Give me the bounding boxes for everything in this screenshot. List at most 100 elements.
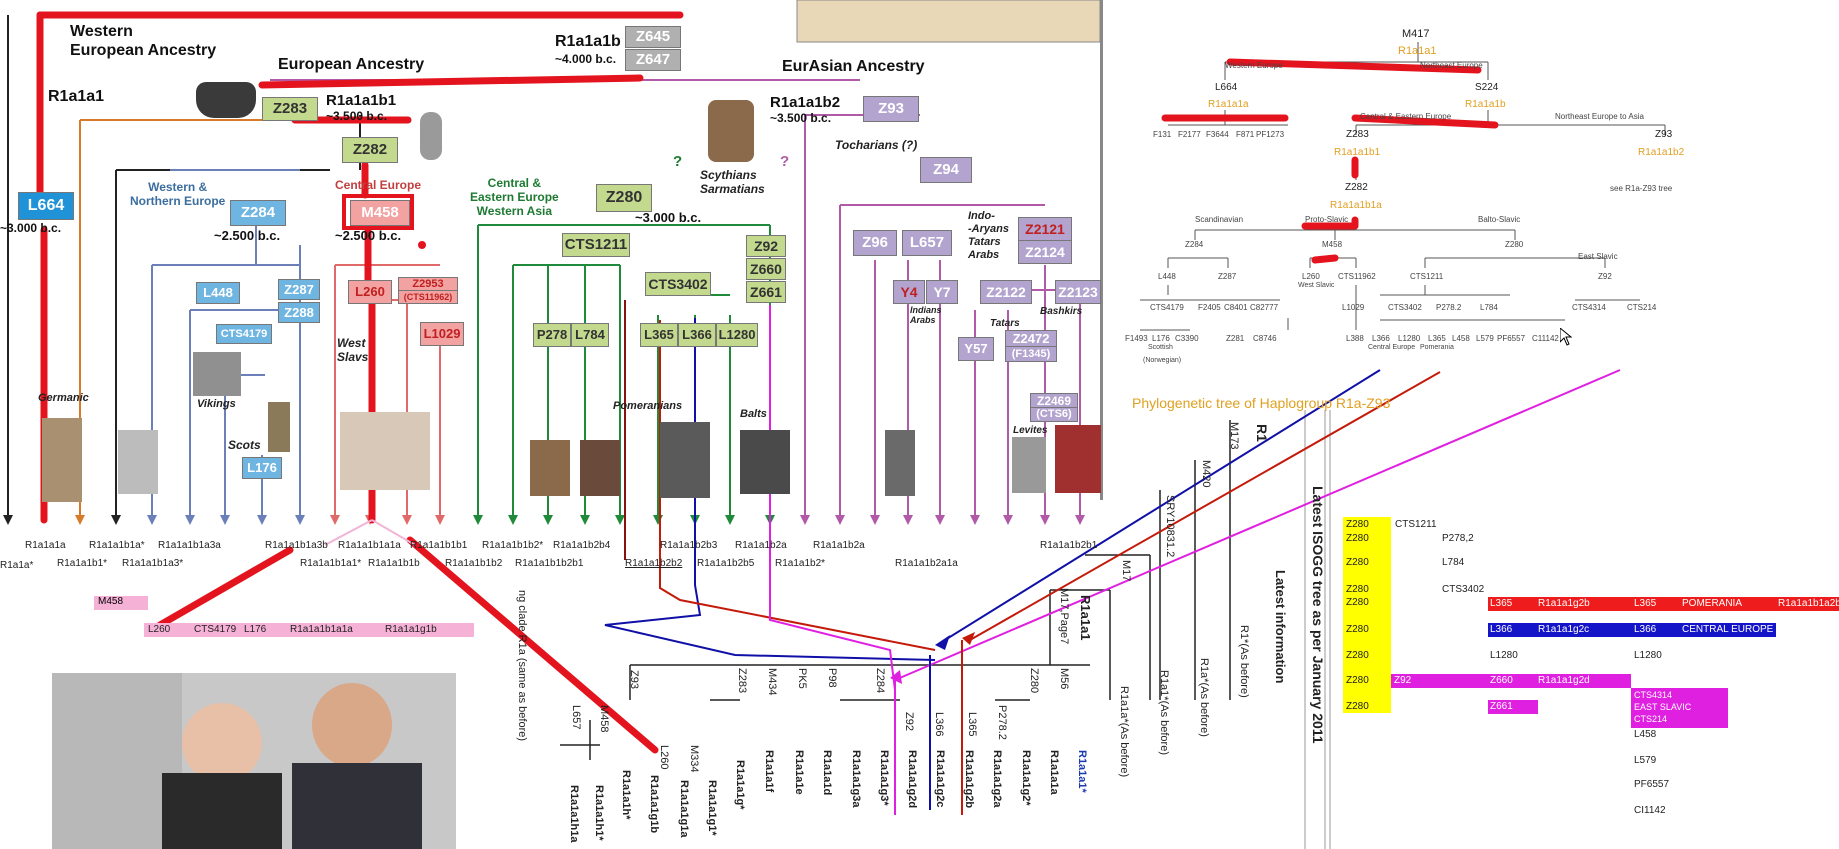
isogg-m17-page7: M17,Page7 [1058, 588, 1070, 645]
vikings-label: Vikings [197, 398, 236, 410]
sheet-r0-c1: Z280 [1346, 519, 1369, 530]
low-leaf-7: R1a1a1g* [734, 760, 746, 810]
rt-l664: L664 [1215, 82, 1238, 93]
bashkirs-label: Bashkirs [1040, 306, 1083, 317]
snp-z283[interactable]: Z283 [262, 97, 318, 121]
low-leaf-14: R1a1a1g2c [934, 750, 946, 808]
rt-pf1273: PF1273 [1256, 130, 1285, 139]
sheet-extra-ci1142: CI1142 [1634, 805, 1666, 816]
snp-l365[interactable]: L365 [640, 323, 678, 347]
rt-balto-slavic: Balto-Slavic [1478, 215, 1521, 224]
leaf-r1a1a1b1a3a: R1a1a1b1a3a [158, 540, 221, 551]
leaf-r1a1a-star: R1a1a* [0, 560, 34, 571]
leaf-r1a1a1b2a1a: R1a1a1b2a1a [895, 558, 958, 569]
snp-cts1211[interactable]: CTS1211 [562, 233, 630, 257]
rt-m458: M458 [1322, 240, 1343, 249]
levites-label: Levites [1013, 425, 1048, 436]
low-snp-p278-2: P278.2 [996, 705, 1008, 740]
scythians-label: Scythians Sarmatians [700, 168, 765, 196]
low-leaf-10: R1a1a1d [821, 750, 833, 796]
snp-l1029[interactable]: L1029 [420, 322, 464, 346]
low-leaf-16: R1a1a1g2a [991, 750, 1003, 808]
sheet-r4-c8: R1a1a1b1a2b [1778, 598, 1839, 609]
sheet-magenta-z661 [1488, 700, 1538, 714]
sheet-magenta-row [1391, 674, 1631, 688]
isogg-heading-latest: Latest information [1273, 570, 1288, 684]
rt-z93: Z93 [1655, 129, 1673, 140]
snp-z2124[interactable]: Z2124 [1018, 240, 1072, 264]
snp-l657[interactable]: L657 [902, 230, 952, 256]
rt-r1a1a1b2: R1a1a1b2 [1638, 147, 1685, 158]
snp-z94[interactable]: Z94 [920, 157, 972, 183]
snp-cts4179[interactable]: CTS4179 [216, 324, 272, 344]
rt-r1a1a1b1a: R1a1a1b1a [1330, 200, 1382, 211]
rt-s224: S224 [1475, 82, 1499, 93]
balts-image [740, 430, 790, 494]
leaf-r1a1a1b1a3-star: R1a1a1b1a3* [122, 558, 184, 569]
rt-c11142: C11142 [1532, 334, 1559, 343]
snp-m458[interactable]: M458 [350, 200, 410, 226]
rt-cts3402: CTS3402 [1388, 303, 1422, 312]
bashkir-image [1055, 425, 1101, 493]
snp-z2121[interactable]: Z2121 [1018, 217, 1072, 241]
snp-z282[interactable]: Z282 [342, 137, 398, 163]
low-leaf-19: R1a1a1* [1076, 750, 1088, 793]
snp-z2122[interactable]: Z2122 [980, 280, 1032, 304]
sheet-r0-c2: CTS1211 [1395, 519, 1437, 530]
rt-cts11962: CTS11962 [1338, 272, 1376, 281]
snp-y7[interactable]: Y7 [926, 280, 958, 304]
isogg-r1a1a1: R1a1a1 [1078, 595, 1093, 641]
r1a1a1b-date: ~4.000 b.c. [555, 52, 617, 66]
low-snp-l260: L260 [658, 745, 670, 770]
leaf-r1a1a1b1a1-star: R1a1a1b1a1* [300, 558, 362, 569]
rt-z283: Z283 [1346, 129, 1369, 140]
snp-z96[interactable]: Z96 [853, 230, 897, 256]
scot-figure-image [268, 402, 290, 452]
snp-l664[interactable]: L664 [18, 192, 74, 220]
snp-z92[interactable]: Z92 [746, 235, 786, 257]
snp-l448[interactable]: L448 [196, 282, 240, 304]
pink-cts4179-cell: CTS4179 [194, 624, 237, 635]
snp-l260[interactable]: L260 [348, 280, 392, 304]
pomeranian-image [660, 422, 710, 498]
levite-image [1012, 437, 1046, 493]
snp-z661[interactable]: Z661 [746, 281, 786, 303]
snp-p278[interactable]: P278 [533, 323, 571, 347]
snp-z284[interactable]: Z284 [230, 200, 286, 226]
slavs-group-image [340, 412, 430, 490]
rt-pf6557: PF6557 [1497, 334, 1526, 343]
low-leaf-4: R1a1a1g1b [648, 775, 660, 834]
leaf-r1a1a1b1-star: R1a1a1b1* [57, 558, 108, 569]
rt-see-z93[interactable]: see R1a-Z93 tree [1610, 184, 1673, 193]
rt-norwegian: (Norwegian) [1143, 357, 1182, 364]
snp-l176[interactable]: L176 [242, 457, 282, 479]
snp-z660[interactable]: Z660 [746, 258, 786, 280]
snp-y57[interactable]: Y57 [958, 337, 994, 361]
isogg-sry: SRY10831.2 [1164, 495, 1176, 558]
snp-cts3402[interactable]: CTS3402 [645, 272, 711, 296]
rt-c8746: C8746 [1253, 334, 1277, 343]
snp-l1280[interactable]: L1280 [716, 323, 758, 347]
snp-z2123[interactable]: Z2123 [1055, 280, 1101, 304]
central-eastern-europe-label: Central & Eastern Europe Western Asia [470, 176, 559, 218]
snp-z93[interactable]: Z93 [863, 96, 919, 122]
r1a1a1b1-label: R1a1a1b1 [326, 92, 397, 109]
isogg-r1-as-before: R1*(As before) [1238, 625, 1250, 698]
snp-z288[interactable]: Z288 [278, 302, 320, 323]
snp-y4[interactable]: Y4 [893, 280, 925, 304]
snp-l784[interactable]: L784 [571, 323, 609, 347]
snp-z287[interactable]: Z287 [278, 279, 320, 300]
sheet-r4-c7: POMERANIA [1682, 598, 1743, 609]
snp-z647[interactable]: Z647 [625, 49, 681, 71]
tocharians-label: Tocharians (?) [835, 138, 918, 152]
low-snp-l657: L657 [570, 705, 582, 730]
low-leaf-1: R1a1a1h1a [568, 785, 580, 843]
western-ancestry-label: Western European Ancestry [70, 23, 217, 59]
leaf-r1a1a1b2b1: R1a1a1b2b1 [1040, 540, 1098, 551]
snp-z645[interactable]: Z645 [625, 26, 681, 48]
leaf-r1a1a1b1b2b1: R1a1a1b1b2b1 [515, 558, 584, 569]
low-leaf-12: R1a1a1g3* [878, 750, 890, 806]
snp-l366[interactable]: L366 [678, 323, 716, 347]
viking-ship-image [193, 352, 241, 396]
snp-z280[interactable]: Z280 [596, 184, 652, 212]
